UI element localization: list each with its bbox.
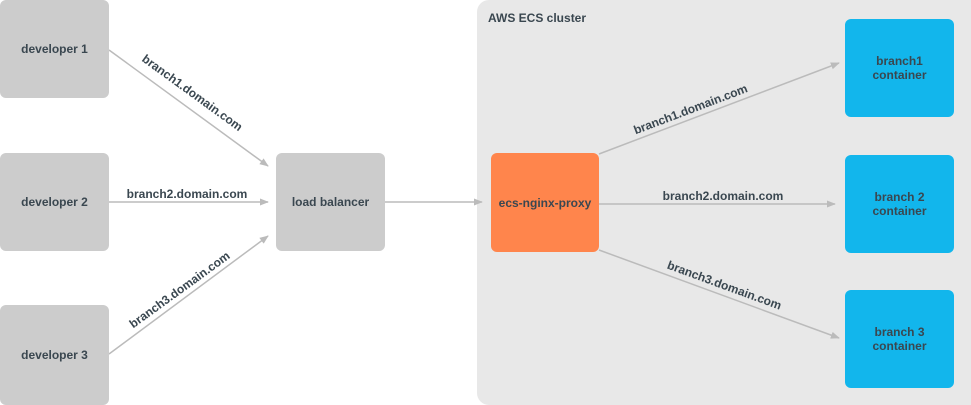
load-balancer-node: load balancer: [276, 153, 385, 251]
branch3-container-line1: branch 3: [874, 325, 925, 339]
branch1-container-line2: container: [872, 68, 927, 82]
branch3-container-line2: container: [872, 339, 927, 353]
edge-dev1-to-lb: [108, 49, 269, 167]
edge-label-proxy-branch1: branch1.domain.com: [632, 81, 750, 137]
edge-label-proxy-branch3: branch3.domain.com: [665, 258, 783, 313]
edge-label-dev1: branch1.domain.com: [139, 52, 245, 134]
branch2-container-line1: branch 2: [874, 190, 925, 204]
developer-1-node: developer 1: [0, 0, 109, 98]
nginx-proxy-node: ecs-nginx-proxy: [491, 153, 599, 252]
branch2-container-node: branch 2 container: [845, 155, 954, 253]
edge-label-proxy-branch2: branch2.domain.com: [663, 189, 784, 203]
developer-2-node: developer 2: [0, 153, 109, 251]
developer-3-node: developer 3: [0, 305, 109, 405]
branch2-container-line2: container: [872, 204, 927, 218]
edge-proxy-to-branch3: [598, 249, 840, 339]
edge-proxy-to-branch1: [598, 62, 840, 155]
edge-label-dev3: branch3.domain.com: [127, 249, 233, 331]
edge-dev3-to-lb: [108, 235, 269, 355]
branch3-container-node: branch 3 container: [845, 290, 954, 388]
edge-label-dev2: branch2.domain.com: [127, 187, 248, 201]
cluster-label: AWS ECS cluster: [488, 11, 587, 25]
branch1-container-line1: branch1: [876, 54, 923, 68]
branch1-container-node: branch1 container: [845, 19, 954, 117]
